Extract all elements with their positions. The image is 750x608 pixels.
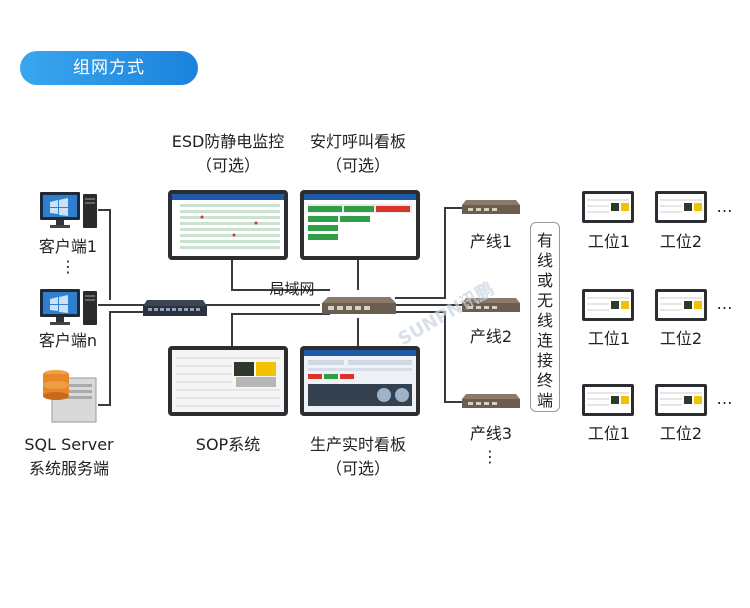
lan-label: 局域网 [269,280,315,298]
workstation-terminal [655,191,707,223]
router-icon [462,298,520,312]
production-optional: （可选） [325,459,390,478]
andon-title: 安灯呼叫看板 [309,132,406,151]
station-more: … [716,197,734,216]
esd-monitor-screen [168,190,288,260]
workstation-terminal [582,289,634,321]
andon-board-screen [300,190,420,260]
terminal-char: 无 [536,291,553,310]
switch-icon [143,300,207,316]
terminal-char: 端 [536,391,553,410]
sql-server [38,366,100,426]
workstation-terminal [655,384,707,416]
terminal-char: 或 [536,271,553,290]
terminal-char: 终 [536,371,553,390]
server-label-1: SQL Server [24,435,114,454]
terminal-char: 接 [536,351,553,370]
line-router-3 [462,392,520,410]
andon-optional: （可选） [325,156,390,175]
terminal-char: 有 [536,231,553,250]
terminal-char: 线 [536,311,553,330]
sop-screen [168,346,288,416]
station-1-label: 工位1 [587,424,631,443]
station-2-label: 工位2 [659,232,703,251]
database-server-icon [43,370,97,423]
section-title: 组网方式 [20,51,198,85]
router-icon [322,297,396,314]
station-2-label: 工位2 [659,329,703,348]
client-pc-n [38,287,100,329]
station-2-label: 工位2 [659,424,703,443]
desktop-computer-icon [40,192,97,228]
network-switch [143,296,207,318]
terminal-char: 线 [536,251,553,270]
terminal-char: 连 [536,331,553,350]
router-icon [462,200,520,214]
lan-router [322,294,396,316]
line-1-label: 产线1 [469,232,513,251]
esd-title: ESD防静电监控 [171,132,285,151]
line-ellipsis: ⋮ [482,447,498,466]
client-pc-1 [38,190,100,232]
desktop-computer-icon [40,289,97,325]
workstation-terminal [655,289,707,321]
production-title: 生产实时看板 [309,435,406,454]
workstation-terminal [582,384,634,416]
client-1-label: 客户端1 [38,237,98,256]
server-label-2: 系统服务端 [28,459,109,478]
terminal-connection-box: 有 线 或 无 线 连 接 终 端 [530,222,560,412]
line-router-2 [462,296,520,314]
esd-optional: （可选） [195,156,260,175]
station-1-label: 工位1 [587,329,631,348]
client-ellipsis: ⋮ [60,257,76,276]
station-more: … [716,389,734,408]
line-router-1 [462,198,520,216]
station-more: … [716,294,734,313]
sop-label: SOP系统 [195,435,261,454]
line-3-label: 产线3 [469,424,513,443]
station-1-label: 工位1 [587,232,631,251]
router-icon [462,394,520,408]
line-2-label: 产线2 [469,327,513,346]
production-board-screen [300,346,420,416]
client-n-label: 客户端n [38,331,98,350]
workstation-terminal [582,191,634,223]
